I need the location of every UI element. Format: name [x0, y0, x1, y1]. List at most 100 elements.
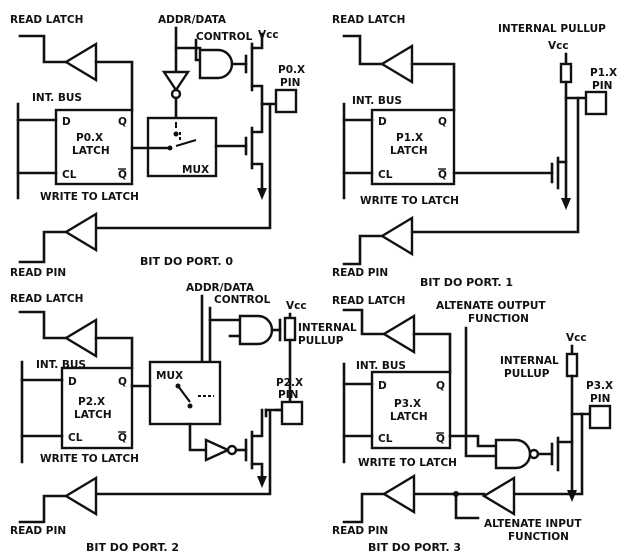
port3-pin-box: [588, 404, 612, 430]
port2-mux-box: [148, 360, 222, 426]
port0-read-latch-label: READ LATCH: [10, 14, 83, 26]
port2-panel: READ LATCH D Q P2.X LATCH CL Q INT. BUS …: [10, 282, 357, 554]
port0-mux-label: MUX: [182, 164, 209, 176]
port2-control-label: CONTROL: [214, 294, 271, 306]
port2-latch-qbar: Q: [118, 432, 127, 444]
port1-read-latch-label: READ LATCH: [332, 14, 405, 26]
port2-latch-q: Q: [118, 376, 127, 388]
port2-int-bus-label: INT. BUS: [36, 359, 86, 371]
port1-write-label: WRITE TO LATCH: [360, 195, 459, 207]
port3-panel: READ LATCH ALTENATE OUTPUT FUNCTION D Q …: [332, 295, 613, 554]
port3-int-bus-label: INT. BUS: [356, 360, 406, 372]
port0-addr-data-label: ADDR/DATA: [158, 14, 227, 26]
port3-caption: BIT DO PORT. 3: [368, 541, 461, 554]
port0-latch-d: D: [62, 116, 71, 128]
port2-pin-label-2: PIN: [278, 389, 298, 401]
port1-pin-box: [584, 90, 608, 116]
port0-read-pin-buffer: [63, 211, 98, 253]
port3-alt-output-label-1: ALTENATE OUTPUT: [436, 300, 546, 312]
port3-nand-gate: [494, 438, 532, 470]
port1-read-pin-buffer: [379, 215, 414, 257]
port1-panel: READ LATCH D Q P1.X LATCH CL Q INT. BUS …: [332, 14, 617, 289]
port2-read-latch-label: READ LATCH: [10, 293, 83, 305]
port1-latch-d: D: [378, 116, 387, 128]
port3-read-latch-buffer: [381, 313, 416, 355]
port0-control-label: CONTROL: [196, 31, 253, 43]
port0-write-label: WRITE TO LATCH: [40, 191, 139, 203]
port0-panel: READ LATCH D Q P0.X LATCH CL Q INT. BUS …: [10, 14, 305, 279]
port3-read-pin-label: READ PIN: [332, 525, 388, 537]
port3-alt-output-label-2: FUNCTION: [468, 313, 529, 325]
port2-and-gate: [238, 314, 274, 346]
port3-internal-label-1: INTERNAL: [500, 355, 559, 367]
port3-latch-cl: CL: [378, 433, 393, 445]
port1-internal-pullup-label: INTERNAL PULLUP: [498, 23, 606, 35]
port0-caption: BIT DO PORT. 0: [140, 255, 233, 268]
port1-latch-box: [370, 108, 456, 186]
port2-latch-box: [60, 366, 134, 450]
port3-alt-input-label-2: FUNCTION: [508, 531, 569, 543]
port1-pullup-resistor: [559, 62, 573, 84]
port1-read-pin-label: READ PIN: [332, 267, 388, 279]
port0-pin-label-1: P0.X: [278, 64, 305, 76]
port3-latch-box: [370, 370, 452, 450]
port0-latch-name-2: LATCH: [72, 145, 110, 157]
port3-write-label: WRITE TO LATCH: [358, 457, 457, 469]
port3-alt-input-label-1: ALTENATE INPUT: [484, 518, 582, 530]
port0-latch-q: Q: [118, 116, 127, 128]
port0-latch-box: [54, 108, 134, 186]
port3-vcc-label: Vcc: [566, 332, 587, 344]
port2-read-pin-buffer: [63, 475, 98, 517]
port2-internal-label-1: INTERNAL: [298, 322, 357, 334]
port2-latch-cl: CL: [68, 432, 83, 444]
port1-latch-qbar: Q: [438, 169, 447, 181]
port2-vcc-label: Vcc: [286, 300, 307, 312]
port1-latch-cl: CL: [378, 169, 393, 181]
port3-latch-q: Q: [436, 380, 445, 392]
port0-int-bus-label: INT. BUS: [32, 92, 82, 104]
port0-read-latch-buffer: [63, 41, 98, 83]
port3-pullup-resistor: [565, 352, 579, 378]
port1-vcc-label: Vcc: [548, 40, 569, 52]
port3-pin-label-2: PIN: [590, 393, 610, 405]
port1-latch-name-1: P1.X: [396, 132, 423, 144]
port2-latch-name-1: P2.X: [78, 396, 105, 408]
port0-latch-name-1: P0.X: [76, 132, 103, 144]
port3-pin-label-1: P3.X: [586, 380, 613, 392]
port1-read-latch-buffer: [379, 43, 414, 85]
port2-latch-d: D: [68, 376, 77, 388]
port0-pin-box: [274, 88, 298, 114]
port2-pin-label-1: P2.X: [276, 377, 303, 389]
port1-int-bus-label: INT. BUS: [352, 95, 402, 107]
port3-latch-name-2: LATCH: [390, 411, 428, 423]
port3-latch-d: D: [378, 380, 387, 392]
port1-pin-label-2: PIN: [592, 80, 612, 92]
port2-addr-data-label: ADDR/DATA: [186, 282, 255, 294]
port1-caption: BIT DO PORT. 1: [420, 276, 513, 289]
port2-inverter: [204, 438, 231, 462]
port3-internal-label-2: PULLUP: [504, 368, 550, 380]
port1-latch-q: Q: [438, 116, 447, 128]
port0-pin-label-2: PIN: [280, 77, 300, 89]
port2-internal-label-2: PULLUP: [298, 335, 344, 347]
port0-vcc-label: Vcc: [258, 29, 279, 41]
port1-latch-name-2: LATCH: [390, 145, 428, 157]
port0-latch-cl: CL: [62, 169, 77, 181]
port3-latch-qbar: Q: [436, 433, 445, 445]
port2-caption: BIT DO PORT. 2: [86, 541, 179, 554]
port2-pin-box-visible: [280, 400, 304, 426]
port3-alt-input-buffer: [481, 475, 516, 517]
port2-latch-name-2: LATCH: [74, 409, 112, 421]
port2-read-pin-label: READ PIN: [10, 525, 66, 537]
port3-latch-name-1: P3.X: [394, 398, 421, 410]
port2-pullup-resistor: [283, 316, 297, 342]
port0-inverter: [161, 70, 191, 93]
port0-read-pin-label: READ PIN: [10, 267, 66, 279]
port2-read-latch-buffer: [63, 317, 98, 359]
port1-pin-label-1: P1.X: [590, 67, 617, 79]
port2-mux-label: MUX: [156, 370, 183, 382]
port3-read-latch-label: READ LATCH: [332, 295, 405, 307]
port0-and-gate: [198, 48, 234, 80]
port3-read-pin-buffer: [381, 473, 416, 515]
